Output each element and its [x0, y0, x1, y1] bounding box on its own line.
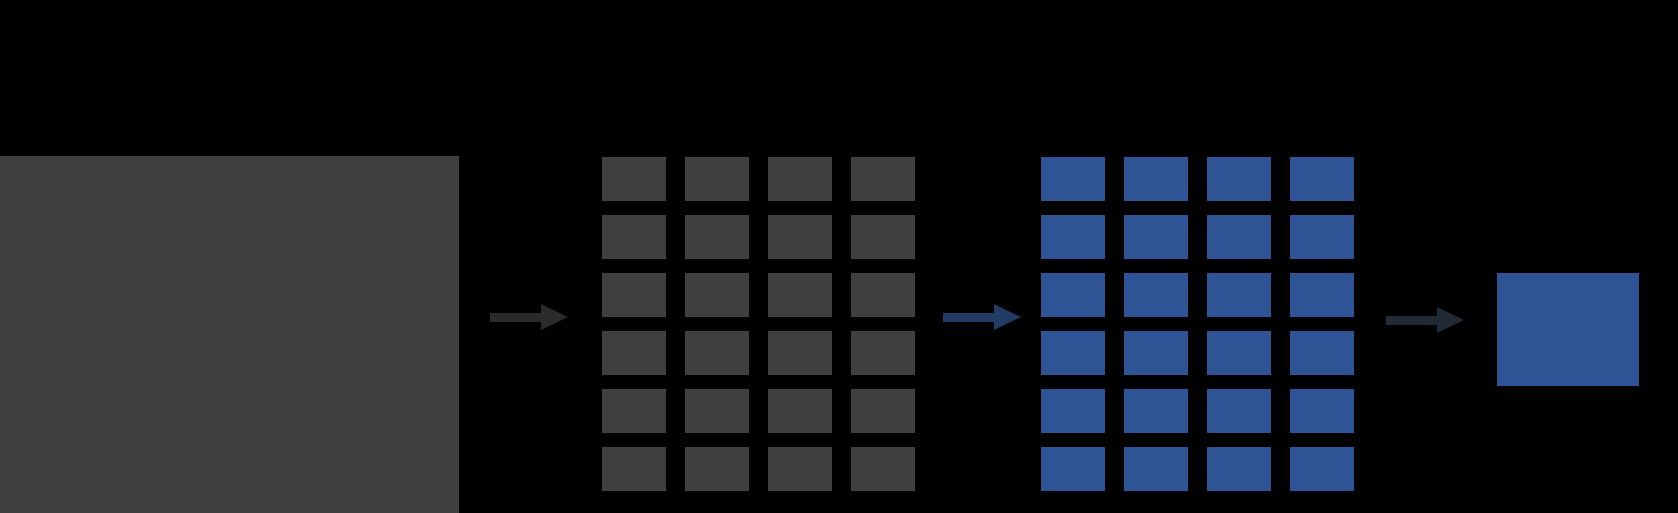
grid-cell: [1290, 215, 1354, 259]
grid-cell: [1041, 157, 1105, 201]
grid-cell: [851, 331, 915, 375]
grid-cell: [1207, 331, 1271, 375]
arrow-shaft: [1386, 315, 1437, 325]
grid-cell: [1290, 157, 1354, 201]
grid-cell: [685, 215, 749, 259]
grid-cell: [1290, 389, 1354, 433]
grid-cell: [1041, 331, 1105, 375]
grid-cell: [1207, 389, 1271, 433]
grid-cell: [851, 157, 915, 201]
grid-cell: [768, 331, 832, 375]
grid-cell: [602, 447, 666, 491]
grid-cell: [1124, 447, 1188, 491]
grid-cell: [602, 157, 666, 201]
output-block: [1497, 273, 1639, 386]
grid-cell: [685, 331, 749, 375]
arrow-right-icon: [943, 304, 1021, 330]
grid-cell: [768, 389, 832, 433]
grid-cell: [768, 157, 832, 201]
grid-cell: [1041, 273, 1105, 317]
grid-cell: [1041, 389, 1105, 433]
grid-cell: [768, 215, 832, 259]
grid-cell: [1041, 215, 1105, 259]
grid-cell: [685, 447, 749, 491]
grid-cell: [851, 389, 915, 433]
grid-cell: [1207, 447, 1271, 491]
grid-cell: [1041, 447, 1105, 491]
arrow-head: [541, 304, 568, 330]
grid-cell: [602, 389, 666, 433]
arrow-head: [1437, 307, 1464, 333]
grid-cell: [685, 273, 749, 317]
grid-cell: [1207, 157, 1271, 201]
arrow-right-icon: [1386, 307, 1464, 333]
grid-cell: [1207, 215, 1271, 259]
grid-cell: [1124, 157, 1188, 201]
arrow-shaft: [490, 312, 541, 322]
grid-cell: [1124, 215, 1188, 259]
blue-cell-grid: [1041, 157, 1354, 491]
grid-cell: [768, 273, 832, 317]
gray-cell-grid: [602, 157, 915, 491]
grid-cell: [1290, 331, 1354, 375]
grid-cell: [1207, 273, 1271, 317]
grid-cell: [851, 273, 915, 317]
grid-cell: [602, 215, 666, 259]
grid-cell: [851, 447, 915, 491]
grid-cell: [1124, 331, 1188, 375]
arrow-shaft: [943, 312, 994, 322]
grid-cell: [768, 447, 832, 491]
grid-cell: [851, 215, 915, 259]
input-block: [0, 156, 459, 513]
grid-cell: [1124, 389, 1188, 433]
grid-cell: [602, 273, 666, 317]
grid-cell: [685, 157, 749, 201]
grid-cell: [1124, 273, 1188, 317]
arrow-right-icon: [490, 304, 568, 330]
arrow-head: [994, 304, 1021, 330]
grid-cell: [602, 331, 666, 375]
grid-cell: [1290, 273, 1354, 317]
grid-cell: [685, 389, 749, 433]
grid-cell: [1290, 447, 1354, 491]
